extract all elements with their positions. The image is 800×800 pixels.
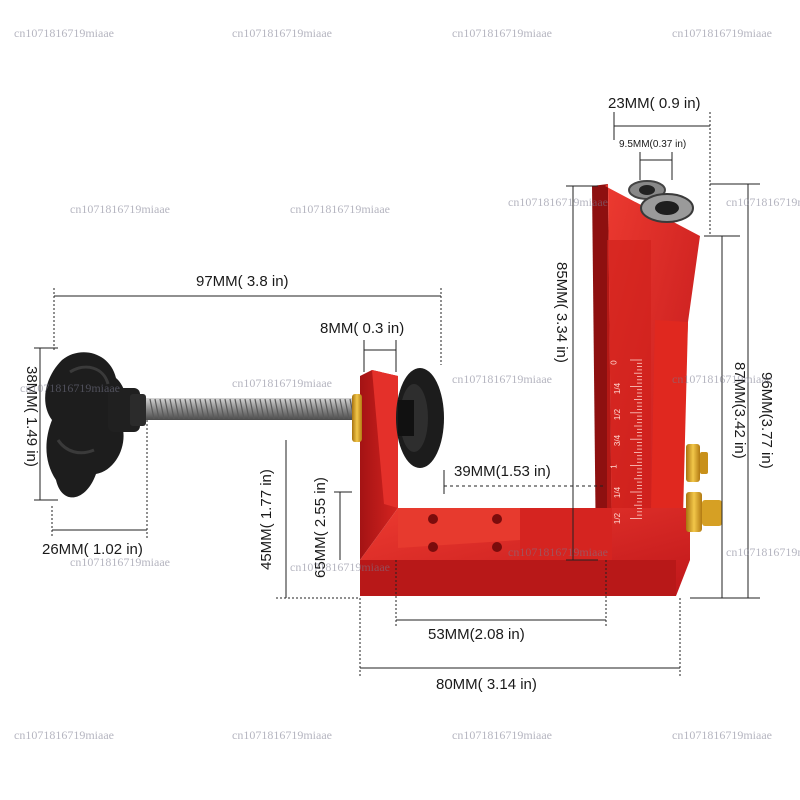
rod-thread <box>229 398 235 420</box>
watermark: cn1071816719miaae <box>508 195 608 209</box>
rod-thread <box>334 398 340 420</box>
rod-thread <box>314 398 320 420</box>
rod-thread <box>319 398 325 420</box>
jaw-bushing <box>352 394 362 442</box>
rod-thread <box>289 398 295 420</box>
rod-thread <box>249 398 255 420</box>
scale-ticks <box>630 359 642 519</box>
rod-thread <box>224 398 230 420</box>
watermark: cn1071816719miaae <box>726 195 800 209</box>
dim-hole-diameter: 9.5MM(0.37 in) <box>619 139 687 150</box>
rod-thread <box>244 398 250 420</box>
rod-thread <box>154 398 160 420</box>
rod-thread <box>164 398 170 420</box>
scale-mark-label: 1/2 <box>613 408 623 421</box>
dimension-lines <box>34 112 760 676</box>
rod-thread <box>204 398 210 420</box>
watermark: cn1071816719miaae <box>20 381 120 395</box>
watermark: cn1071816719miaae <box>70 202 170 216</box>
rod-thread <box>259 398 265 420</box>
rod-thread <box>179 398 185 420</box>
dim-knob-width: 26MM( 1.02 in) <box>42 541 143 558</box>
rod-thread <box>324 398 330 420</box>
rod-thread <box>239 398 245 420</box>
watermark: cn1071816719miaae <box>672 728 772 742</box>
scale-mark-label: 1/4 <box>613 486 623 499</box>
rod-thread <box>309 398 315 420</box>
watermark: cn1071816719miaae <box>452 26 552 40</box>
watermark: cn1071816719miaae <box>726 545 800 559</box>
rod-thread <box>219 398 225 420</box>
rod-thread <box>274 398 280 420</box>
rod-thread <box>159 398 165 420</box>
rod-thread <box>174 398 180 420</box>
rod-thread <box>279 398 285 420</box>
scale-mark-label: 1/4 <box>613 382 623 395</box>
rod-thread <box>339 398 345 420</box>
watermark: cn1071816719miaae <box>672 372 772 386</box>
dim-jaw-height: 45MM( 1.77 in) <box>258 469 275 570</box>
clamp-pad <box>396 368 444 468</box>
dim-inner-width: 53MM(2.08 in) <box>428 626 525 643</box>
clamp-jaw <box>360 370 398 560</box>
watermark: cn1071816719miaae <box>290 560 390 574</box>
rod-thread <box>169 398 175 420</box>
rod-thread <box>329 398 335 420</box>
threaded-rod <box>118 398 362 420</box>
dim-clamp-depth: 39MM(1.53 in) <box>454 463 551 480</box>
base-plate <box>360 508 690 596</box>
watermark: cn1071816719miaae <box>14 26 114 40</box>
base-hole <box>492 542 502 552</box>
base-hole <box>428 514 438 524</box>
watermark: cn1071816719miaae <box>232 728 332 742</box>
rod-thread <box>234 398 240 420</box>
watermark: cn1071816719miaae <box>70 555 170 569</box>
rod-thread <box>254 398 260 420</box>
rod-thread <box>284 398 290 420</box>
dim-fence-height: 85MM( 3.34 in) <box>553 262 570 363</box>
watermark: cn1071816719miaae <box>232 376 332 390</box>
watermark: cn1071816719miaae <box>672 26 772 40</box>
base-hole <box>492 514 502 524</box>
rod-thread <box>304 398 310 420</box>
watermark: cn1071816719miaae <box>508 545 608 559</box>
rod-thread <box>189 398 195 420</box>
watermark: cn1071816719miaae <box>232 26 332 40</box>
dim-pad-thickness: 8MM( 0.3 in) <box>320 320 405 337</box>
dim-knob-spacing: 23MM( 0.9 in) <box>608 95 701 112</box>
star-knob <box>45 352 146 498</box>
rod-thread <box>209 398 215 420</box>
watermark: cn1071816719miaae <box>14 728 114 742</box>
rod-thread <box>214 398 220 420</box>
scale-mark-label: 0 <box>609 360 619 365</box>
rod-thread <box>269 398 275 420</box>
fence-body <box>592 184 700 560</box>
watermark: cn1071816719miaae <box>452 372 552 386</box>
rod-thread <box>199 398 205 420</box>
rod-thread <box>264 398 270 420</box>
scale-mark-label: 1 <box>609 464 619 469</box>
rod-thread <box>194 398 200 420</box>
fence-screws <box>686 444 722 532</box>
drill-bushings <box>628 180 694 223</box>
base-hole <box>428 542 438 552</box>
rod-thread <box>184 398 190 420</box>
dim-base-width: 80MM( 3.14 in) <box>436 676 537 693</box>
watermark: cn1071816719miaae <box>452 728 552 742</box>
scale-mark-label: 1/2 <box>613 512 623 525</box>
dim-screw-length: 97MM( 3.8 in) <box>196 273 289 290</box>
rod-thread <box>294 398 300 420</box>
watermark: cn1071816719miaae <box>290 202 390 216</box>
rod-thread <box>344 398 350 420</box>
rod-thread <box>299 398 305 420</box>
scale-mark-label: 3/4 <box>613 434 623 447</box>
rod-thread <box>149 398 155 420</box>
